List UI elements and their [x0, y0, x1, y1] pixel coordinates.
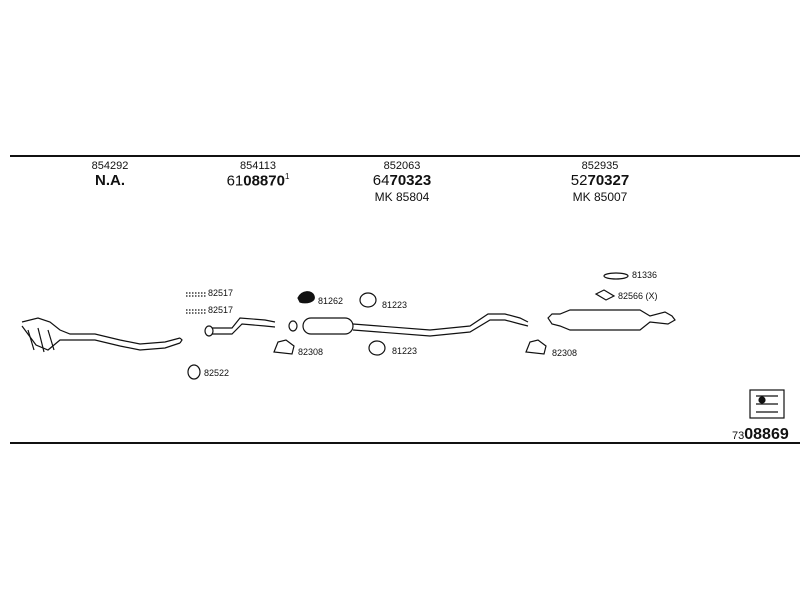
part-82522: 82522	[204, 368, 230, 378]
bottom-rule	[10, 442, 800, 444]
column-1: 854292 N.A.	[30, 160, 190, 189]
gasket-icon-82522	[187, 364, 201, 380]
footer-code: 7308869	[732, 426, 789, 444]
part-81223-b: 81223	[392, 346, 418, 356]
mount-icon-81262	[297, 291, 315, 304]
bolt-icon-a	[186, 292, 206, 297]
part-81262: 81262	[318, 296, 344, 306]
column-3-mk: MK 85804	[374, 190, 430, 204]
column-2-name: 08870	[243, 172, 285, 190]
manifold-pipe	[21, 317, 183, 353]
footer-prefix: 73	[732, 430, 745, 442]
clamp-icon-82308b	[525, 339, 547, 355]
bolt-icon-b	[186, 309, 206, 314]
column-4-name: 70327	[587, 172, 630, 189]
footer-number: 08869	[744, 426, 789, 443]
column-4-prefix: 52	[570, 172, 588, 189]
column-3-name: 70323	[389, 172, 432, 189]
column-1-ref: 854292	[91, 160, 129, 172]
column-2-sup: 1	[284, 172, 290, 181]
part-82517-b: 82517	[208, 305, 234, 315]
column-3-prefix: 64	[372, 172, 390, 189]
column-4-ref: 852935	[581, 160, 619, 172]
part-81223-a: 81223	[382, 300, 408, 310]
part-82517-a: 82517	[208, 288, 234, 298]
intermediate-pipe	[204, 317, 276, 337]
part-82308-b: 82308	[552, 348, 578, 358]
part-82566: 82566 (X)	[618, 291, 658, 301]
column-2: 854113 61088701	[178, 160, 338, 190]
clamp-icon-82308a	[273, 339, 295, 355]
middle-muffler	[288, 313, 529, 337]
column-2-ref: 854113	[240, 160, 276, 172]
column-1-name: N.A.	[95, 172, 125, 189]
hanger-icon-82566	[594, 289, 616, 301]
ring-icon-81223a	[359, 292, 377, 308]
top-rule	[10, 155, 800, 157]
rear-muffler	[547, 309, 676, 331]
ring-icon-81223b	[368, 340, 386, 356]
hanger-icon-81336	[603, 272, 629, 280]
part-81336: 81336	[632, 270, 658, 280]
part-82308-a: 82308	[298, 347, 324, 357]
column-4-mk: MK 85007	[572, 190, 628, 204]
logo-box-icon	[749, 389, 785, 419]
column-2-prefix: 61	[226, 172, 244, 190]
column-4: 852935 5270327 MK 85007	[520, 160, 680, 204]
column-3: 852063 6470323 MK 85804	[322, 160, 482, 204]
column-3-ref: 852063	[383, 160, 421, 172]
